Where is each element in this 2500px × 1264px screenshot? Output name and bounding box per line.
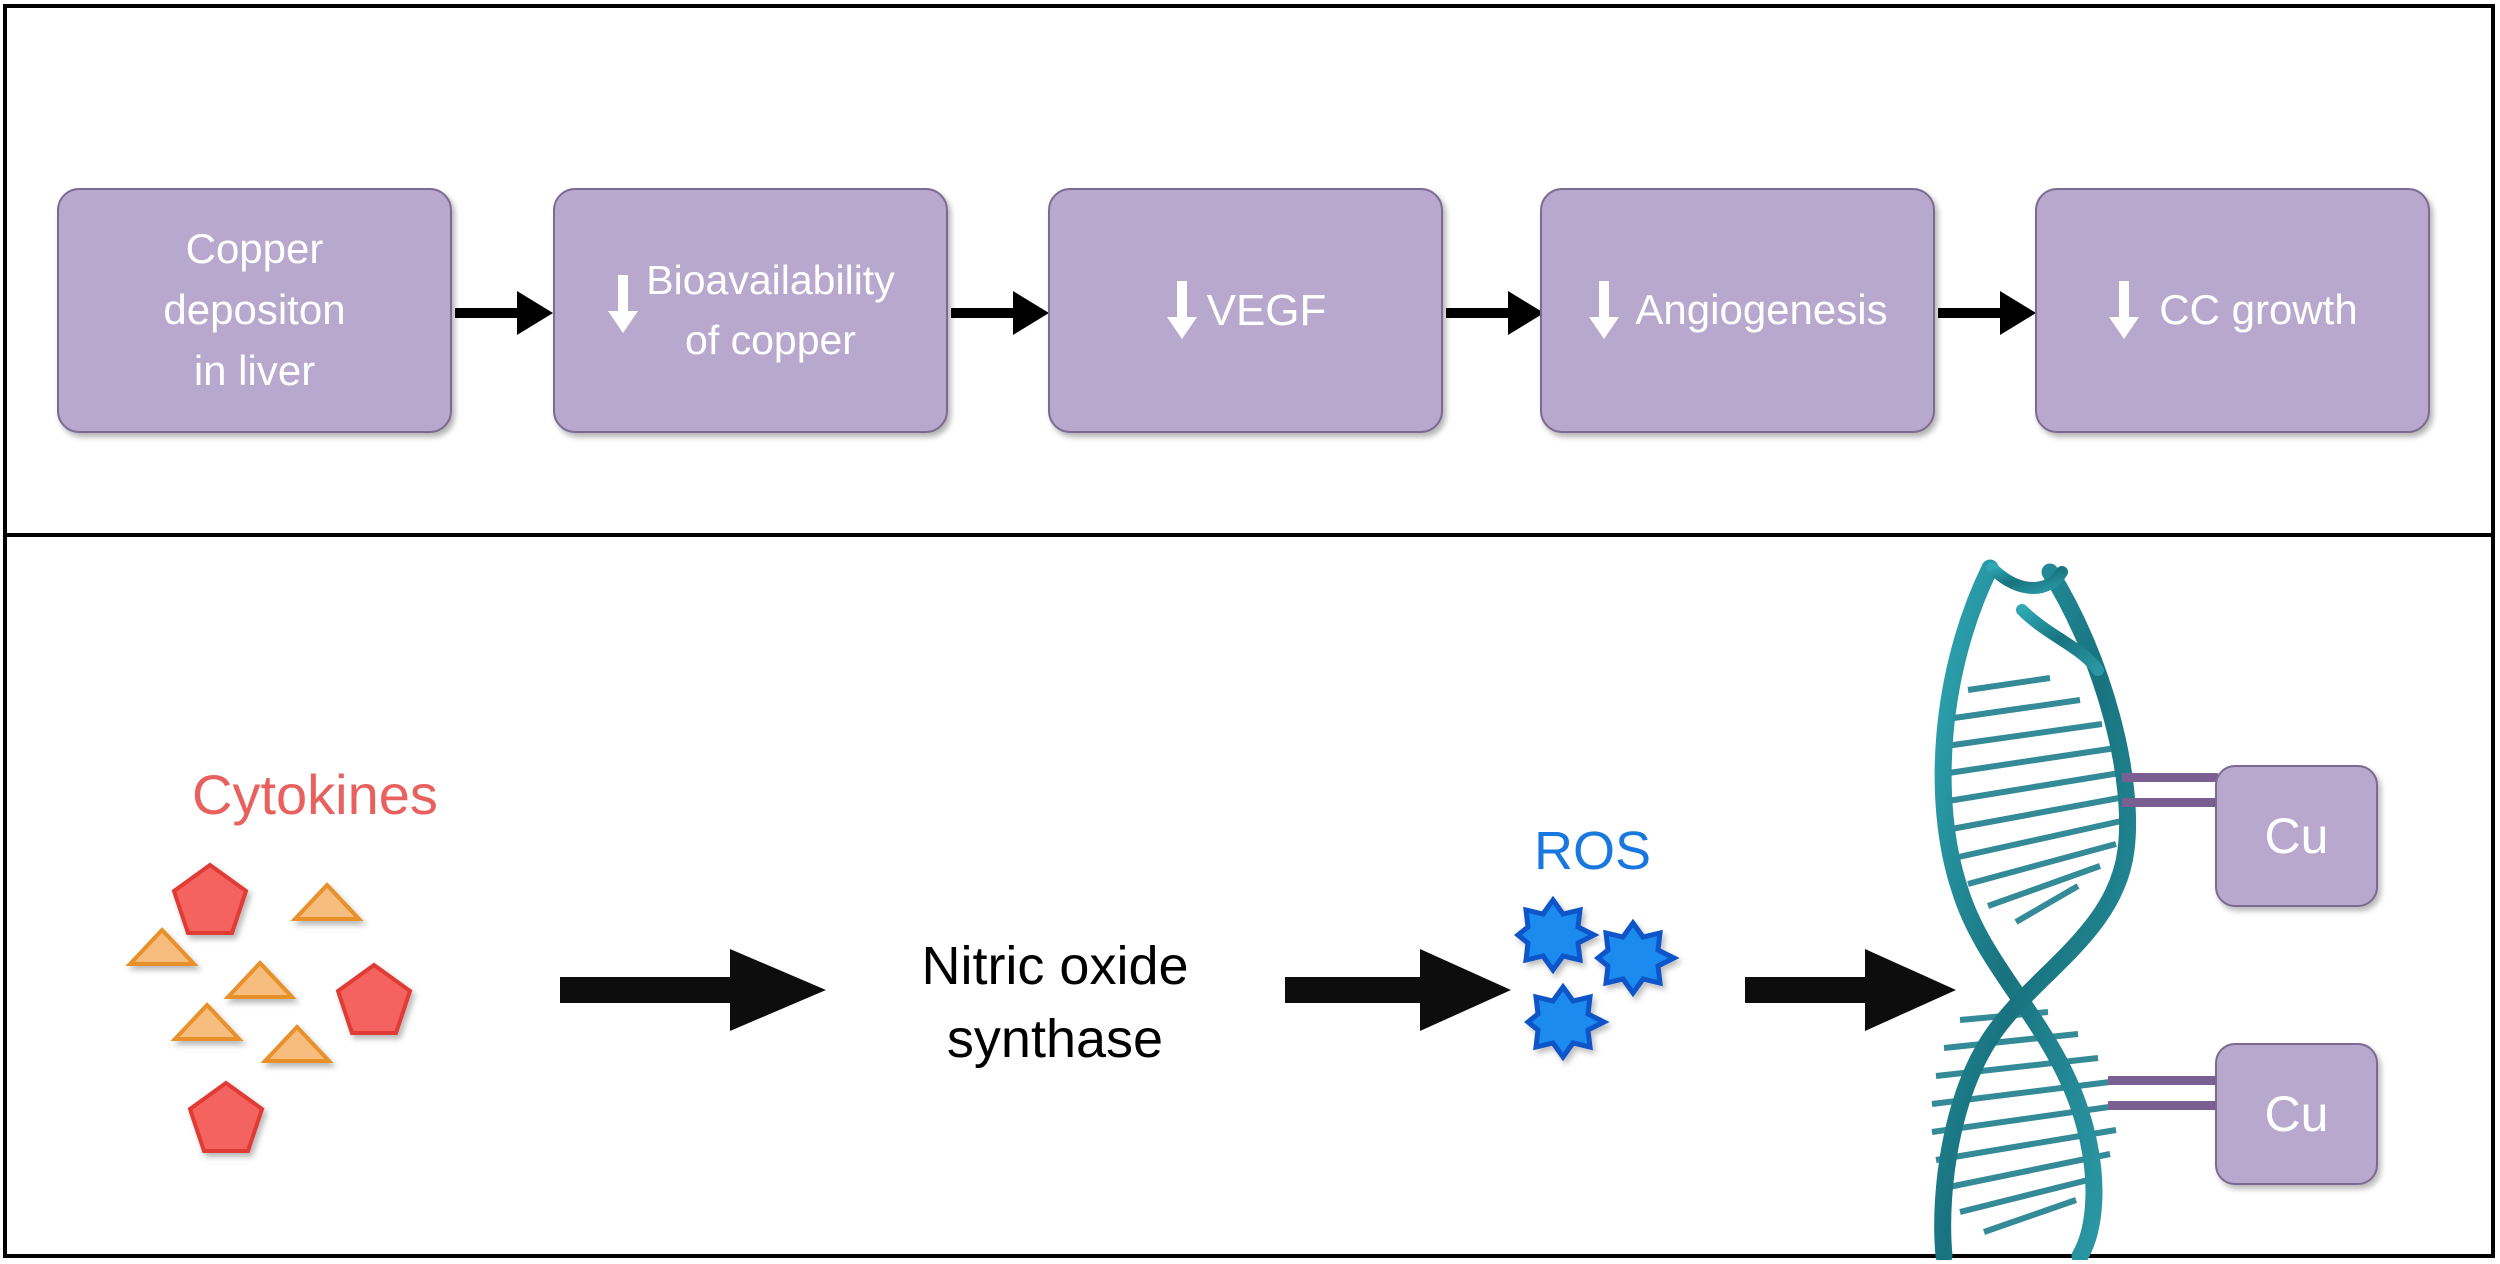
flow-node-bioavailability[interactable]: Bioavailability of copper <box>553 188 948 433</box>
cu-connector-line-bottom-b <box>2108 1101 2220 1110</box>
bottom-connector-3 <box>1745 949 1956 1031</box>
flow-node-copper-deposition[interactable]: Copper depositon in liver <box>57 188 452 433</box>
dna-double-helix-icon <box>1931 559 2137 1260</box>
nitric-oxide-synthase-label: Nitric oxide synthase <box>921 936 1189 1069</box>
flow-connector-3 <box>1446 291 1544 335</box>
flow-node-vegf[interactable]: VEGF <box>1048 188 1443 433</box>
bottom-connector-2 <box>1285 949 1511 1031</box>
flow-node-label: Copper depositon in liver <box>163 225 346 394</box>
cu-connector-line-bottom-a <box>2108 1076 2220 1085</box>
flow-node-cc-growth[interactable]: CC growth <box>2035 188 2430 433</box>
flow-connector-1 <box>455 291 553 335</box>
flow-node-label: Bioavailability of copper <box>646 257 895 363</box>
panel-divider <box>3 533 2495 537</box>
down-arrow-icon <box>1166 280 1197 339</box>
down-arrow-icon <box>1589 280 1620 339</box>
cu-connector-line-top-b <box>2122 798 2218 807</box>
down-arrow-icon <box>608 274 639 333</box>
cytokine-shape-cluster <box>125 862 413 1153</box>
bottom-connector-1 <box>560 949 826 1031</box>
ros-label: ROS <box>1534 821 1652 881</box>
cu-label: Cu <box>2264 1086 2329 1142</box>
down-arrow-icon <box>2109 280 2140 339</box>
cytokines-label: Cytokines <box>192 763 438 826</box>
cu-connector-line-top-a <box>2122 773 2218 782</box>
flow-connector-4 <box>1938 291 2036 335</box>
cu-node-bottom[interactable]: Cu <box>2215 1043 2378 1185</box>
flow-node-label: CC growth <box>2159 286 2358 334</box>
ros-burst-cluster <box>1510 895 1760 1095</box>
flow-node-angiogenesis[interactable]: Angiogenesis <box>1540 188 1935 433</box>
cu-label: Cu <box>2264 808 2329 864</box>
flow-connector-2 <box>951 291 1049 335</box>
flow-node-label: VEGF <box>1206 285 1327 335</box>
figure-frame <box>3 4 2495 1258</box>
flow-node-label: Angiogenesis <box>1635 286 1888 334</box>
cu-node-top[interactable]: Cu <box>2215 765 2378 907</box>
